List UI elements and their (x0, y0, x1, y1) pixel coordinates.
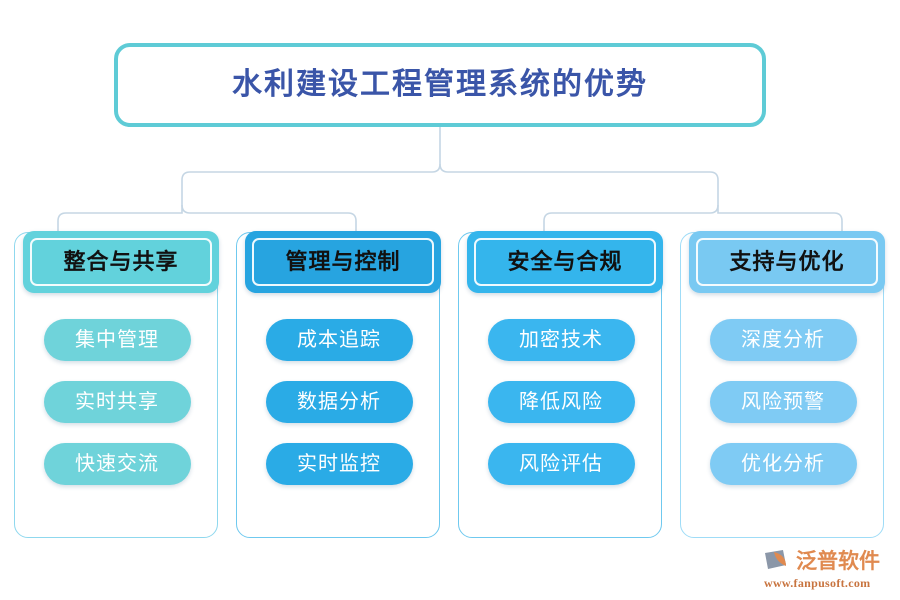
column-card-2[interactable]: 管理与控制 成本追踪 数据分析 实时监控 (236, 231, 441, 538)
column-item-list-3: 加密技术 降低风险 风险评估 (459, 319, 663, 485)
list-item[interactable]: 数据分析 (265, 381, 413, 423)
column-header-label-4: 支持与优化 (729, 249, 845, 274)
list-item[interactable]: 降低风险 (487, 381, 635, 423)
column-card-4[interactable]: 支持与优化 深度分析 风险预警 优化分析 (680, 231, 885, 538)
list-item[interactable]: 实时监控 (265, 443, 413, 485)
list-item-label: 风险预警 (741, 391, 825, 413)
column-header-1[interactable]: 整合与共享 (23, 231, 219, 293)
list-item[interactable]: 风险评估 (487, 443, 635, 485)
column-header-4[interactable]: 支持与优化 (689, 231, 885, 293)
page-title: 水利建设工程管理系统的优势 (232, 68, 648, 101)
list-item-label: 降低风险 (519, 391, 603, 413)
list-item[interactable]: 深度分析 (709, 319, 857, 361)
list-item-label: 风险评估 (519, 453, 603, 475)
list-item[interactable]: 成本追踪 (265, 319, 413, 361)
column-card-3[interactable]: 安全与合规 加密技术 降低风险 风险评估 (458, 231, 663, 538)
logo-wordmark: 泛普软件 (796, 548, 880, 573)
list-item-label: 实时共享 (75, 391, 159, 413)
fanpu-logo-icon (765, 550, 786, 569)
logo-url: www.fanpusoft.com (764, 576, 871, 590)
list-item[interactable]: 风险预警 (709, 381, 857, 423)
list-item-label: 快速交流 (75, 453, 159, 475)
list-item-label: 成本追踪 (297, 329, 381, 351)
list-item-label: 加密技术 (519, 329, 603, 351)
list-item-label: 深度分析 (741, 329, 825, 351)
column-item-list-2: 成本追踪 数据分析 实时监控 (237, 319, 441, 485)
list-item-label: 优化分析 (741, 453, 825, 475)
list-item-label: 实时监控 (297, 453, 381, 475)
column-header-3[interactable]: 安全与合规 (467, 231, 663, 293)
column-header-label-3: 安全与合规 (507, 249, 623, 274)
column-header-label-1: 整合与共享 (63, 249, 179, 274)
list-item[interactable]: 快速交流 (43, 443, 191, 485)
list-item[interactable]: 集中管理 (43, 319, 191, 361)
column-header-label-2: 管理与控制 (285, 249, 401, 274)
brand-logo: 泛普软件 www.fanpusoft.com (762, 548, 894, 592)
list-item-label: 集中管理 (75, 329, 159, 351)
column-card-1[interactable]: 整合与共享 集中管理 实时共享 快速交流 (14, 231, 219, 538)
column-item-list-1: 集中管理 实时共享 快速交流 (15, 319, 219, 485)
logo-row: 泛普软件 (762, 548, 880, 574)
list-item[interactable]: 优化分析 (709, 443, 857, 485)
list-item[interactable]: 实时共享 (43, 381, 191, 423)
diagram-title-box: 水利建设工程管理系统的优势 (114, 43, 766, 127)
column-header-2[interactable]: 管理与控制 (245, 231, 441, 293)
column-item-list-4: 深度分析 风险预警 优化分析 (681, 319, 885, 485)
list-item-label: 数据分析 (297, 391, 381, 413)
list-item[interactable]: 加密技术 (487, 319, 635, 361)
